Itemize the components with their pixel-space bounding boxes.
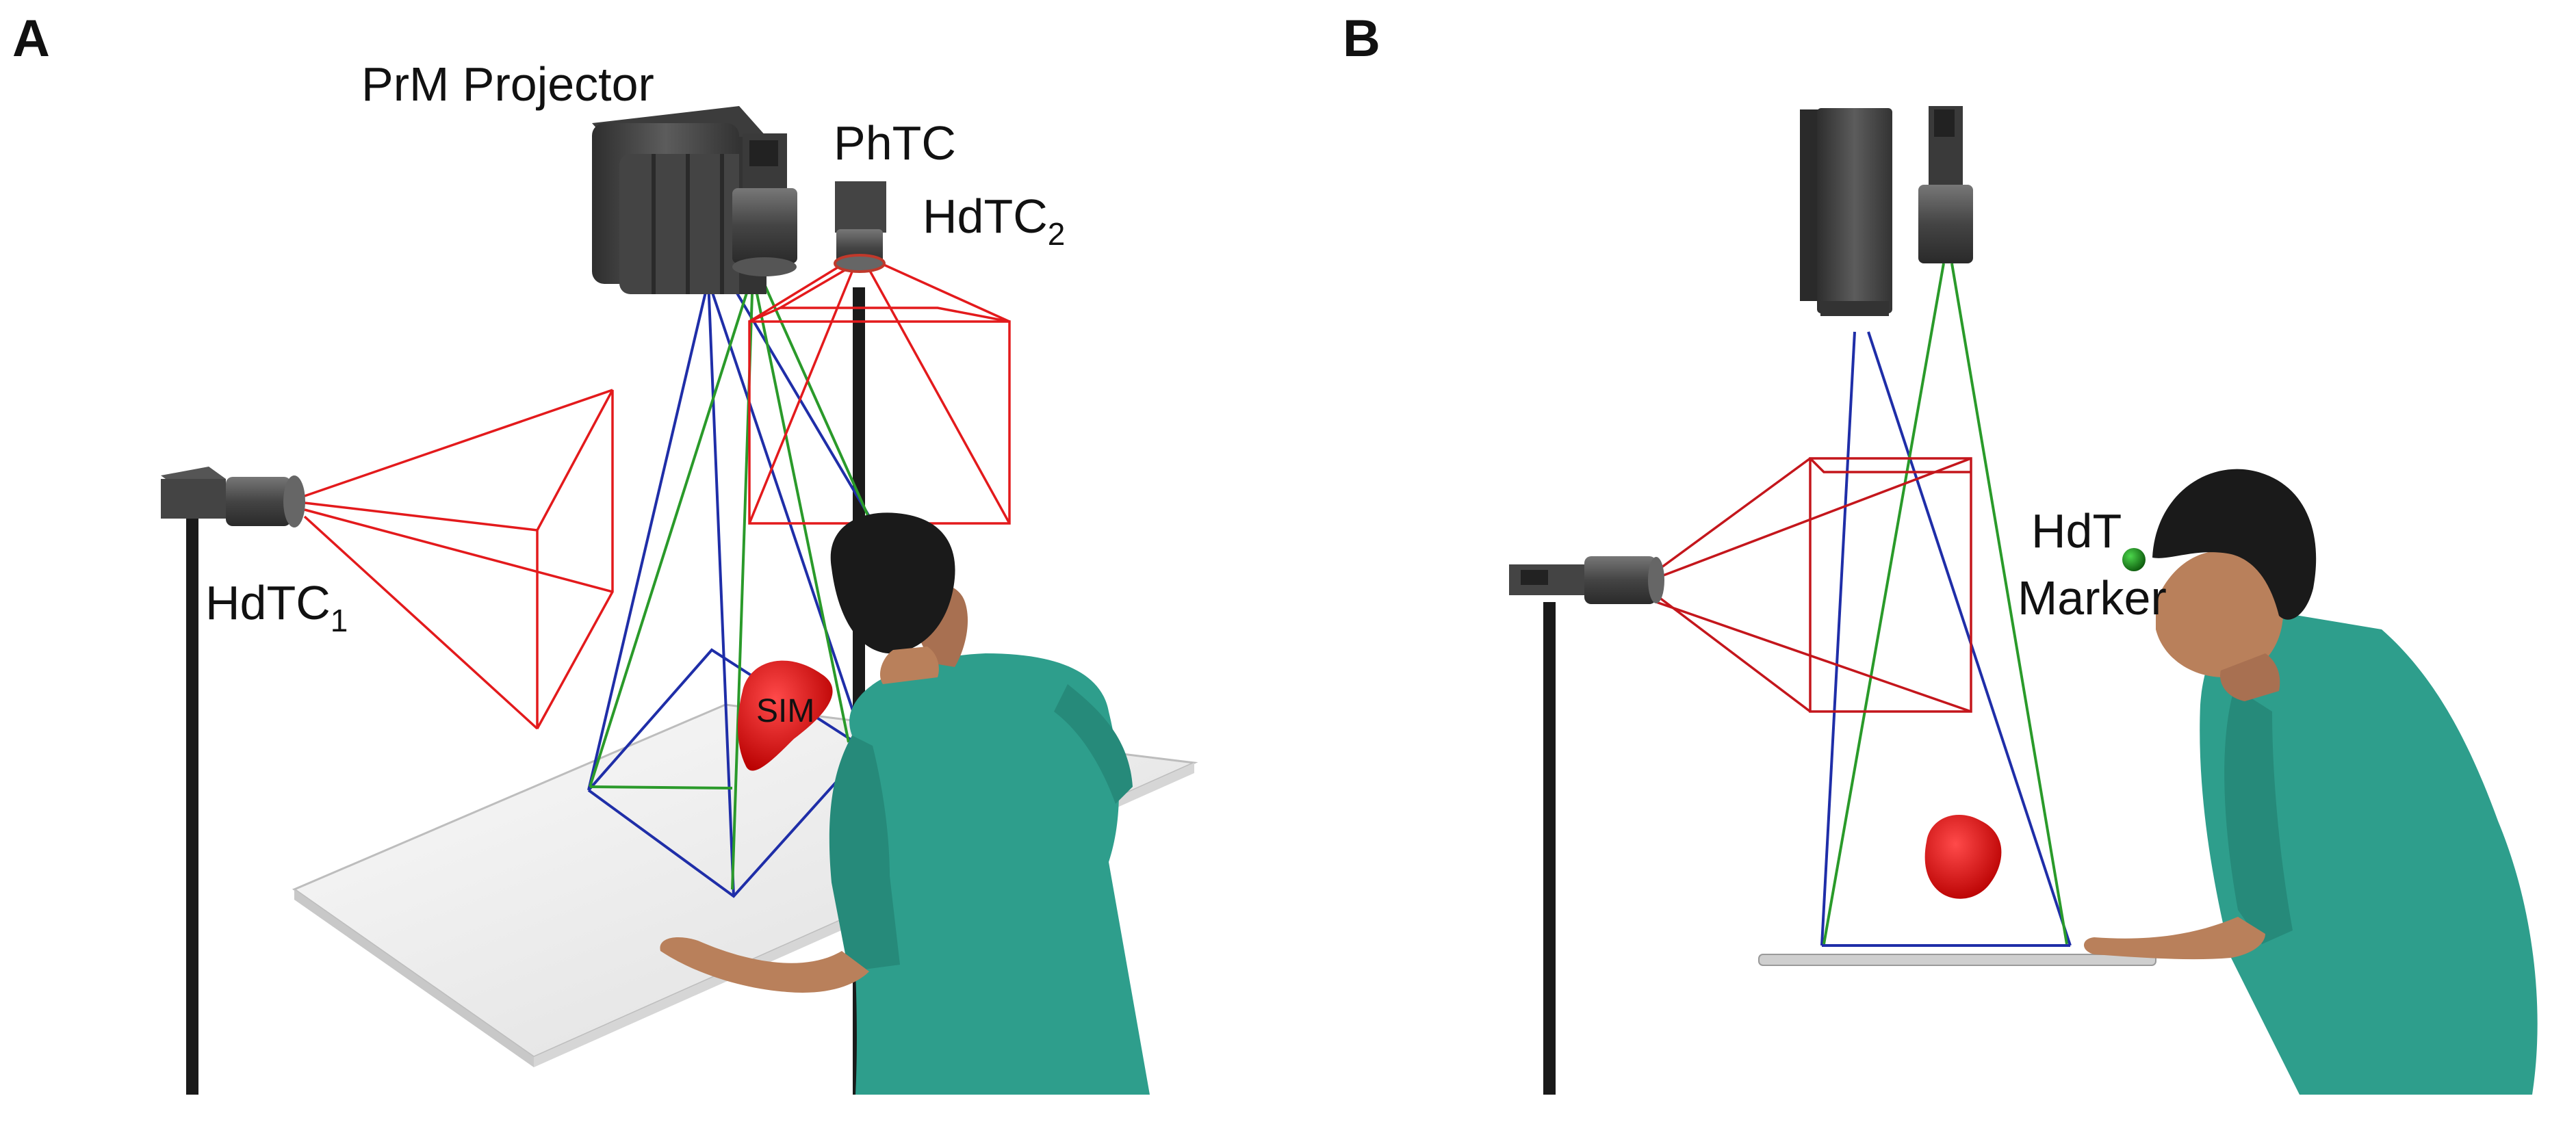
phtc-frustum — [1822, 263, 2068, 945]
phtc-label: PhTC — [834, 116, 956, 170]
hdt-marker-label-line1: HdT — [2031, 504, 2122, 558]
table-edge — [294, 889, 534, 1067]
table-surface — [1758, 954, 2156, 966]
hdtc1-stand — [186, 513, 198, 1095]
hdtc2-view-frustum — [748, 255, 1011, 525]
hdtc2-label: HdTC2 — [923, 190, 1065, 252]
marker-icon — [2122, 548, 2146, 571]
panel-a: A — [12, 10, 1198, 1095]
surgeon-figure-icon — [660, 512, 1150, 1095]
camera-icon — [1918, 106, 1973, 263]
hdtc1-view-frustum — [303, 389, 614, 730]
panel-b-letter: B — [1343, 10, 1380, 68]
surgeon-figure-icon — [2084, 469, 2538, 1095]
hdtc1-label: HdTC1 — [205, 576, 348, 638]
sim-label: SIM — [756, 693, 814, 729]
head-tracking-camera-icon — [1509, 556, 1664, 604]
panel-a-letter: A — [12, 10, 50, 68]
camera-icon — [732, 133, 797, 276]
organ-icon — [1924, 815, 2002, 899]
head-tracking-camera-icon — [161, 467, 305, 527]
hdt-marker-label-line2: Marker — [2018, 571, 2167, 625]
projector-label: PrM Projector — [361, 57, 654, 111]
hdtc-stand — [1543, 602, 1556, 1095]
projector-frustum — [1820, 331, 2072, 947]
hdtc-view-frustum — [1655, 457, 1972, 713]
panel-b: B — [1343, 10, 2538, 1095]
projector-icon — [1800, 108, 1892, 316]
head-tracking-camera-icon — [834, 181, 886, 273]
organ-icon: SIM — [738, 660, 833, 771]
